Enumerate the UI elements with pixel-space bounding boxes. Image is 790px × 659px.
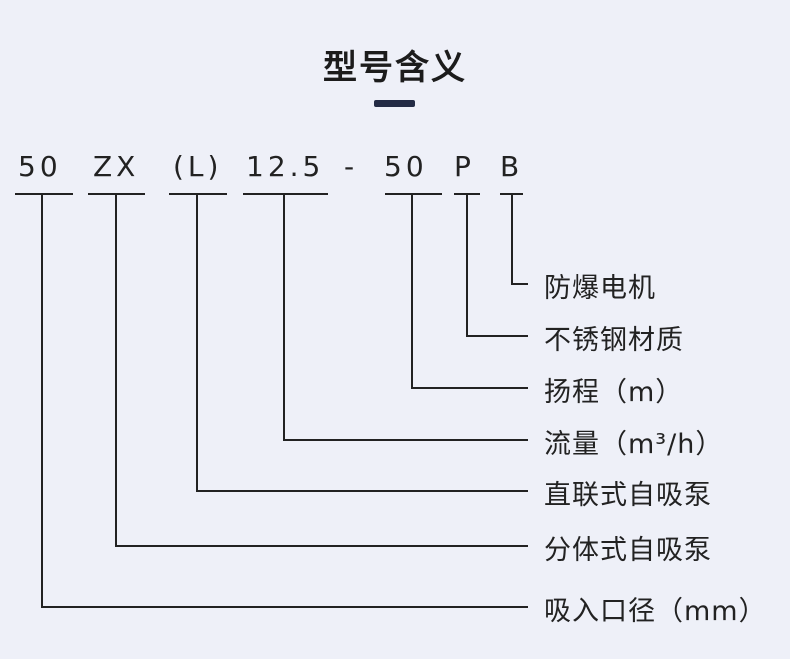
code-dash: - [344, 150, 359, 183]
meaning-head: 扬程（m） [544, 377, 684, 408]
code-flow: 12.5 [246, 150, 325, 183]
connector-head [411, 194, 528, 389]
code-head: 50 [384, 150, 428, 183]
meaning-motor: 防爆电机 [544, 273, 656, 304]
title-underline-bar [374, 100, 415, 107]
connector-split [115, 194, 528, 547]
meaning-bore: 吸入口径（mm） [544, 596, 767, 627]
code-split: ZX [93, 150, 140, 183]
page-title: 型号含义 [323, 48, 467, 88]
connector-flow [283, 194, 528, 441]
code-motor: B [500, 150, 524, 183]
connector-direct [196, 194, 528, 492]
meaning-split: 分体式自吸泵 [544, 535, 712, 566]
code-material: P [454, 150, 475, 183]
underline-bore [15, 193, 73, 195]
underline-flow [243, 193, 328, 195]
connector-motor [511, 194, 528, 285]
meaning-flow: 流量（m³/h） [544, 429, 724, 460]
connector-material [466, 194, 528, 337]
code-bore: 50 [18, 150, 62, 183]
connector-bore [41, 194, 528, 608]
meaning-material: 不锈钢材质 [544, 325, 684, 356]
code-direct: (L) [173, 150, 223, 183]
underline-head [385, 193, 442, 195]
meaning-direct: 直联式自吸泵 [544, 480, 712, 511]
